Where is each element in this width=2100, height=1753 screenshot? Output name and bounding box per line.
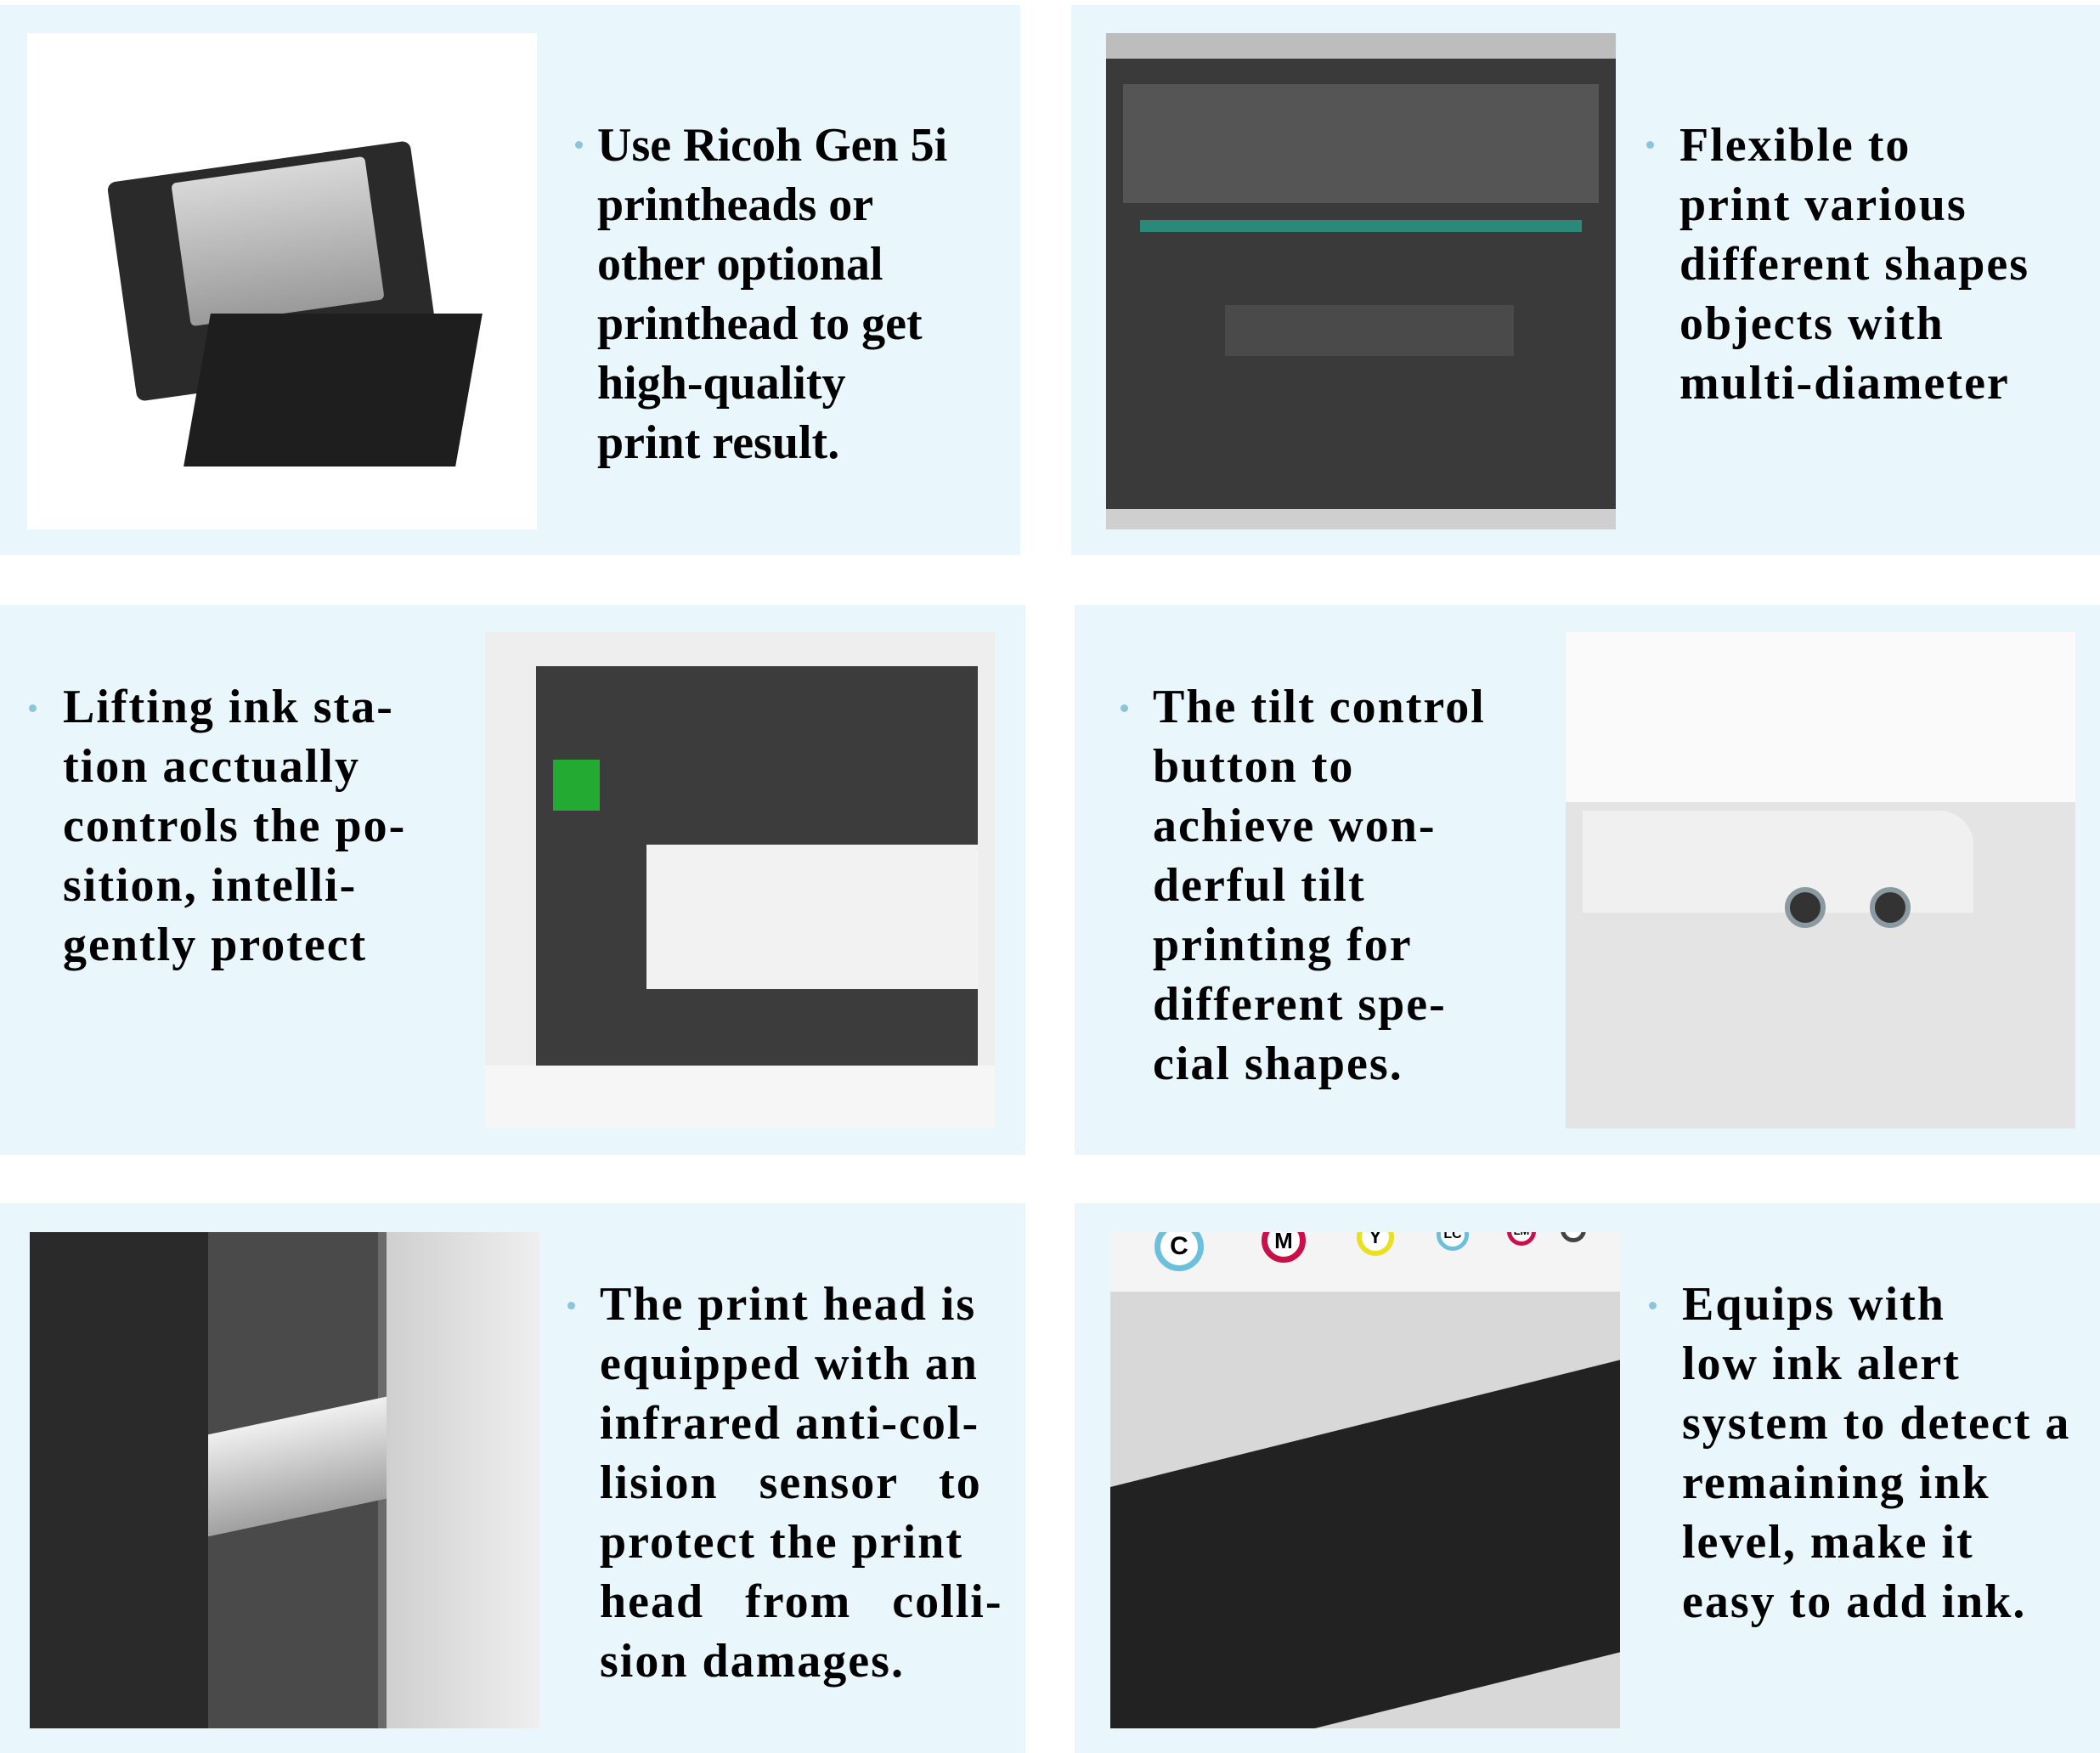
feature-panel-tilt-control: The tilt control button to achieve won- … [1075,605,2100,1155]
text-line: Use Ricoh Gen 5i [597,119,948,172]
text-line: controls the po- [63,800,407,852]
text-line: The print head is [600,1278,977,1331]
ink-label-lc: LC [1437,1232,1469,1251]
feature-text: Lifting ink sta- tion acctually controls… [63,677,406,975]
text-line: high-quality [597,357,846,410]
text-line: achieve won- [1153,800,1437,852]
text-line: other optional [597,238,883,291]
feature-panel-ink-station: Lifting ink sta- tion acctually controls… [0,605,1025,1155]
text-line: print various [1679,178,1967,231]
text-line: print result. [597,416,840,469]
feature-text: The tilt control button to achieve won- … [1153,677,1486,1094]
text-line: different shapes [1679,238,2030,291]
text-line: printhead to get [597,297,923,350]
feature-panel-low-ink-alert: C M Y LC LM Bk Equips with low ink alert… [1075,1203,2100,1753]
ink-station-photo [485,632,995,1128]
text-line: equipped with an [600,1337,979,1390]
text-line: infrared anti-col- [600,1397,980,1450]
text-line: low ink alert [1682,1337,1961,1390]
feature-text: Equips with low ink alert system to dete… [1682,1275,2070,1631]
bullet-icon [575,141,583,149]
text-line: printing for [1153,919,1413,971]
bullet-icon [567,1302,575,1309]
rotary-fixture-photo [1106,33,1616,529]
bullet-icon [1646,141,1654,149]
bullet-icon [29,704,37,712]
text-line: gently protect [63,919,368,971]
text-line: Lifting ink sta- [63,681,394,733]
text-line: The tilt control [1153,681,1486,733]
text-line: protect the print [600,1516,963,1569]
feature-panel-printhead: Use Ricoh Gen 5i printheads or other opt… [0,5,1020,555]
text-line: level, make it [1682,1516,1974,1569]
text-line: head from colli- [600,1575,1003,1628]
ink-label-c: C [1154,1232,1204,1271]
text-line: Equips with [1682,1278,1945,1331]
text-line: remaining ink [1682,1456,1990,1509]
text-line: multi-diameter [1679,357,2010,410]
text-line: lision sensor to [600,1456,982,1509]
text-line: system to detect a [1682,1397,2071,1450]
feature-panel-anti-collision: The print head is equipped with an infra… [0,1203,1025,1753]
ink-tanks-photo: C M Y LC LM Bk [1110,1232,1620,1728]
anti-collision-sensor-photo [30,1232,539,1728]
feature-text: Flexible to print various different shap… [1679,116,2029,413]
text-line: printheads or [597,178,874,231]
bullet-icon [1121,704,1128,712]
text-line: derful tilt [1153,859,1366,912]
bullet-icon [1649,1302,1657,1309]
text-line: tion acctually [63,740,360,793]
text-line: sion damages. [600,1635,905,1688]
feature-text: Use Ricoh Gen 5i printheads or other opt… [597,116,947,472]
text-line: different spe- [1153,978,1447,1031]
tilt-button-photo [1566,632,2075,1128]
feature-text: The print head is equipped with an infra… [600,1275,1002,1691]
text-line: cial shapes. [1153,1038,1403,1090]
feature-panel-multi-diameter: Flexible to print various different shap… [1071,5,2100,555]
text-line: button to [1153,740,1355,793]
text-line: sition, intelli- [63,859,358,912]
text-line: Flexible to [1679,119,1911,172]
text-line: easy to add ink. [1682,1575,2027,1628]
printhead-photo [27,33,537,529]
text-line: objects with [1679,297,1945,350]
